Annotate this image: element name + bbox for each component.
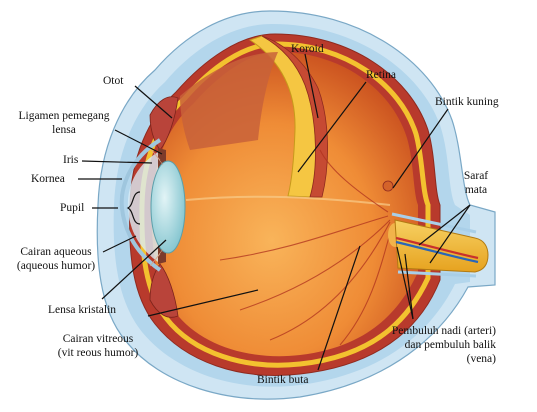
nerve-sheath: [391, 212, 477, 278]
ciliary-muscle: [149, 96, 179, 151]
aqueous-chamber: [127, 152, 158, 262]
leader-pembuluh-2: [404, 253, 414, 320]
label-iris: Iris: [63, 154, 79, 166]
label-bintik-kuning: Bintik kuning: [435, 96, 499, 108]
cornea-shape: [119, 138, 162, 272]
label-pembuluh-line3: (vena): [466, 353, 496, 365]
ciliary-muscle-lower: [149, 263, 179, 318]
vein-in-nerve: [395, 240, 479, 264]
leader-bintik-buta: [317, 245, 361, 371]
label-retina: Retina: [366, 69, 397, 81]
label-ligamen-line2: lensa: [52, 124, 76, 136]
leader-retina: [297, 81, 367, 173]
lens-shape: [150, 160, 186, 254]
leader-ligamen: [114, 129, 163, 155]
macula-spot: [382, 180, 394, 192]
label-lensa-kristalin: Lensa kristalin: [48, 304, 117, 316]
leader-vitreous: [147, 289, 259, 317]
zonule-fibers: [149, 147, 164, 267]
label-otot: Otot: [103, 75, 124, 87]
leader-otot: [134, 85, 173, 119]
label-pembuluh-line1: Pembuluh nadi (arteri): [391, 325, 496, 337]
label-pembuluh-line2: dan pembuluh balik: [404, 339, 496, 351]
retinal-vessels: [219, 149, 393, 346]
leader-saraf-2: [429, 204, 471, 264]
label-pupil: Pupil: [60, 202, 85, 214]
label-aqueous-line2: (aqueous humor): [16, 260, 96, 272]
leader-koroid: [304, 53, 319, 119]
leader-lines: [78, 53, 471, 371]
leader-aqueous: [102, 235, 137, 253]
leader-iris: [81, 160, 153, 164]
label-pembuluh: Pembuluh nadi (arteri) dan pembuluh bali…: [370, 324, 496, 366]
label-saraf-mata: Saraf mata: [453, 169, 499, 197]
label-saraf-line2: mata: [464, 184, 488, 196]
leader-pembuluh-1: [396, 246, 414, 320]
leader-bintik-kuning: [392, 108, 449, 189]
hyaloid-canal: [185, 195, 391, 206]
label-saraf-line1: Saraf: [463, 170, 489, 182]
leader-saraf-1: [418, 204, 471, 246]
label-vitreous-line2: (vit reous humor): [57, 347, 139, 359]
label-ligamen-line1: Ligamen pemegang: [18, 110, 110, 122]
label-cairan-vitreous: Cairan vitreous (vit reous humor): [42, 332, 154, 360]
label-cairan-aqueous: Cairan aqueous (aqueous humor): [6, 245, 106, 273]
label-koroid: Koroid: [291, 43, 324, 55]
label-kornea: Kornea: [31, 173, 65, 185]
pupil-brace: [126, 191, 141, 225]
label-ligamen-pemegang-lensa: Ligamen pemegang lensa: [8, 109, 120, 137]
upper-cut-surface: [180, 52, 278, 150]
label-aqueous-line1: Cairan aqueous: [20, 246, 92, 258]
leader-lensa: [101, 239, 167, 300]
label-bintik-buta: Bintik buta: [257, 374, 309, 386]
label-vitreous-line1: Cairan vitreous: [62, 333, 134, 345]
